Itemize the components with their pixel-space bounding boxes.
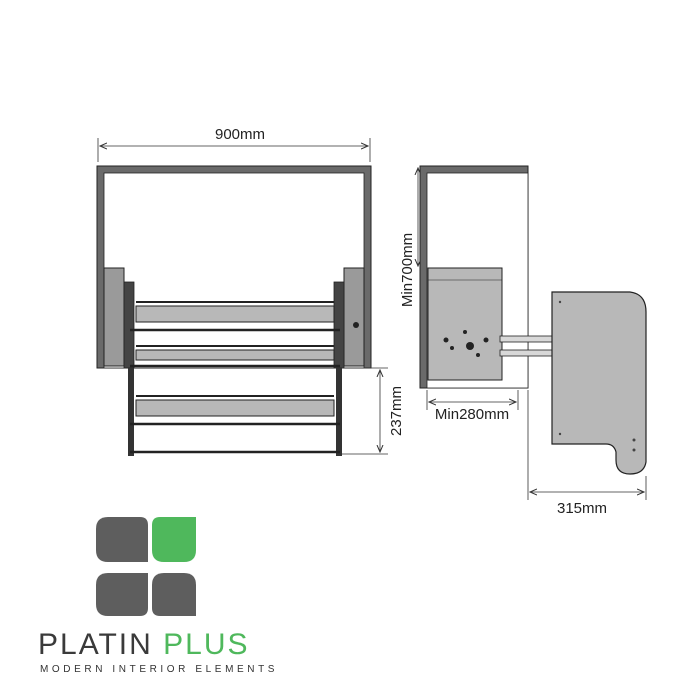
min-depth-dimension: Min280mm [426, 390, 519, 423]
upper-shelf [130, 301, 340, 368]
brand-tagline: MODERN INTERIOR ELEMENTS [40, 664, 279, 675]
lift-height-label: 237mm [388, 386, 405, 436]
brand-name: PLATIN PLUS [38, 630, 250, 660]
front-panel [551, 291, 647, 475]
extension-label: 315mm [557, 500, 607, 517]
logo-bottom-right-petal [152, 573, 196, 616]
logo-bottom-left-petal [96, 573, 148, 616]
lower-shelf [128, 368, 342, 456]
brand-name-plus: PLUS [163, 628, 250, 661]
width-label: 900mm [215, 126, 265, 143]
width-dimension: 900mm [97, 126, 371, 162]
cabinet-frame [96, 165, 372, 369]
brand-name-platin: PLATIN [38, 628, 153, 661]
front-view: 900mm [96, 126, 405, 456]
brand-logo-icon [96, 517, 196, 616]
min-depth-label: Min280mm [435, 406, 509, 423]
right-lift-mechanism [333, 267, 365, 369]
left-lift-mechanism [103, 267, 135, 369]
min-height-dimension: Min700mm [399, 168, 418, 307]
side-view: Min700mm [399, 165, 647, 517]
lift-height-dimension: 237mm [342, 367, 405, 455]
extension-dimension: 315mm [527, 390, 647, 517]
min-height-label: Min700mm [399, 233, 416, 307]
logo-top-right-petal [152, 517, 196, 562]
side-mechanism-plate [427, 267, 503, 381]
logo-top-left-petal [96, 517, 148, 562]
